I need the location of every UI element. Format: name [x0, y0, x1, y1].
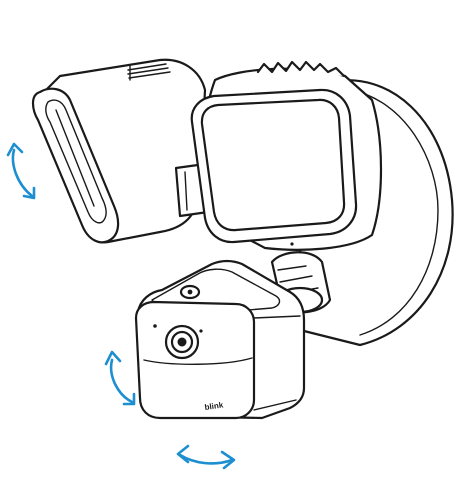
camera-logo: blink: [204, 400, 224, 412]
left-light-housing: [31, 58, 207, 244]
pan-arc-camera: [178, 453, 234, 465]
pan-arrow-icon: [176, 444, 236, 470]
right-light-housing: [190, 60, 383, 251]
rotate-arrow-icon: [104, 350, 136, 406]
tilt-arc-camera: [109, 358, 134, 404]
camera-body: [134, 259, 306, 420]
tilt-arc-housing: [11, 148, 34, 198]
rotate-arrow-icon: [6, 142, 36, 200]
